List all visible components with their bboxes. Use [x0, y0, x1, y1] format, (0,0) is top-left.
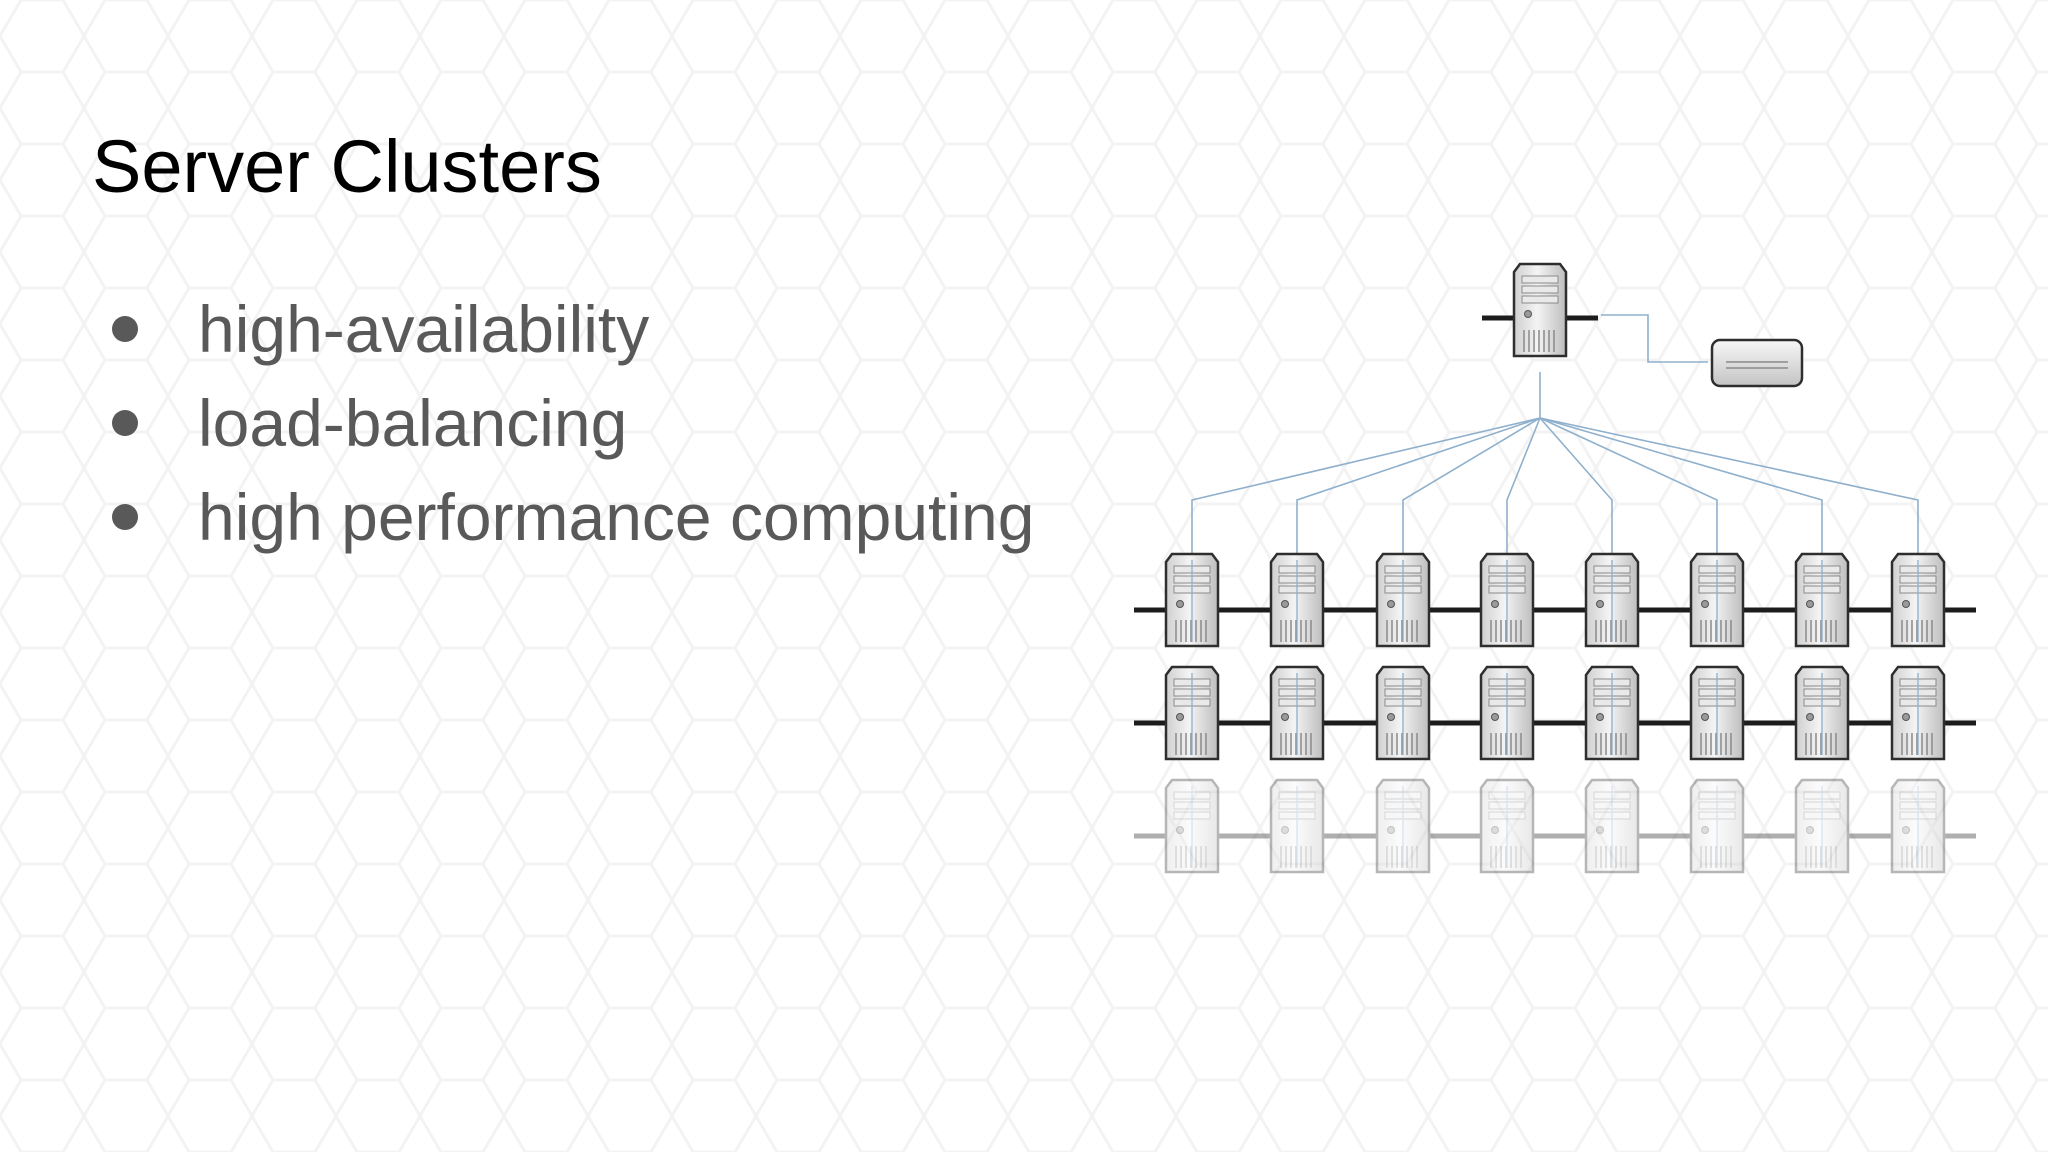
network-link	[1402, 417, 1541, 555]
network-link	[1539, 417, 1718, 555]
head-server	[1482, 262, 1598, 358]
storage-body	[1710, 338, 1804, 388]
bullet-dot-icon	[112, 316, 138, 342]
network-link	[1506, 417, 1541, 555]
bullet-list: high-availability load-balancing high pe…	[108, 282, 1034, 564]
head-server-icon	[1512, 262, 1568, 358]
bullet-item: high-availability	[108, 282, 1034, 376]
cluster-row	[1134, 552, 1976, 648]
server-cluster-diagram	[1134, 262, 1976, 874]
bullet-dot-icon	[112, 410, 138, 436]
storage-device-icon	[1710, 338, 1804, 388]
bullet-item: load-balancing	[108, 376, 1034, 470]
network-link	[1601, 314, 1708, 363]
slide-title: Server Clusters	[92, 125, 602, 208]
cluster-row	[1134, 665, 1976, 761]
storage-slot	[1726, 361, 1788, 369]
cluster-row	[1134, 778, 1976, 874]
bullet-item: high performance computing	[108, 470, 1034, 564]
bullet-dot-icon	[112, 504, 138, 530]
bullet-text: load-balancing	[198, 386, 628, 460]
network-link	[1191, 417, 1541, 555]
network-link	[1539, 417, 1823, 555]
network-links	[1191, 314, 1919, 555]
bullet-text: high-availability	[198, 292, 650, 366]
bullet-text: high performance computing	[198, 480, 1035, 554]
network-link	[1539, 417, 1919, 555]
network-link	[1296, 417, 1541, 555]
network-link	[1539, 417, 1613, 555]
